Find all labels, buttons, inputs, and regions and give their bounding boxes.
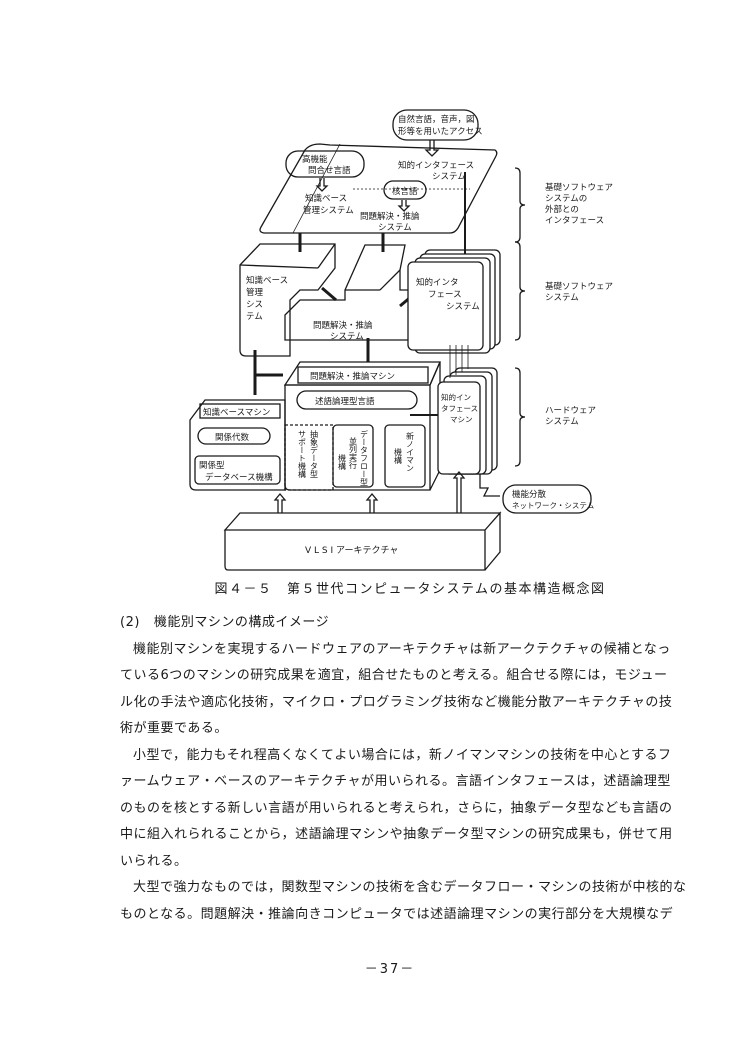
relational-db-label-2: データベース機構 xyxy=(205,472,273,483)
fifth-generation-architecture-diagram: 自然言語，音声，図 形等を用いたアクセス 高機能 問合せ言語 知識ベース 管理シ… xyxy=(189,109,613,571)
problem-solving-top-label-1: 問題解決・推論 xyxy=(360,211,420,222)
kb-mgmt-top-label-1: 知識ベース xyxy=(305,193,347,204)
neumann-label-2: 機構 xyxy=(394,447,403,465)
intelligent-if-machine-label-2: タフェース xyxy=(441,404,478,413)
brace-label-external-if-4: インタフェース xyxy=(545,216,604,226)
ps-machine-label: 問題解決・推論マシン xyxy=(310,371,395,382)
intelligent-if-machine-label-3: マシン xyxy=(450,415,473,424)
dataflow-label-2: 並列実行 xyxy=(349,436,358,470)
query-lang-bubble xyxy=(285,150,365,178)
brace-basic-software xyxy=(514,241,526,341)
kb-machine-box xyxy=(189,399,286,491)
brace-hardware xyxy=(514,367,526,467)
brace-label-hardware-1: ハードウェア xyxy=(545,406,596,416)
access-label-2: 形等を用いたアクセス xyxy=(398,126,483,137)
intelligent-if-top-label-1: 知的インタフェース xyxy=(398,160,474,171)
paragraph-2-line: のものを核とする新しい言語が用いられると考えられ，さらに，抽象データ型なども言語… xyxy=(120,800,673,816)
brace-label-hardware-2: システム xyxy=(545,417,579,427)
access-label-1: 自然言語，音声，図 xyxy=(398,114,475,125)
hollow-arrow xyxy=(424,140,440,157)
paragraph-1-line: 術が重要である。 xyxy=(120,721,228,736)
kernel-lang-label: 核言語 xyxy=(392,186,418,197)
intelligent-if-block-label-2: フェース xyxy=(428,290,462,300)
predicate-lang-bubble xyxy=(296,390,418,410)
kb-mgmt-block-label-3: シス xyxy=(246,300,263,310)
predicate-lang-label: 述語論理型言語 xyxy=(315,396,375,407)
kernel-lang-bubble xyxy=(383,180,427,200)
figure-caption: 図４－５ 第５世代コンピュータシステムの基本構造概念図 xyxy=(214,582,606,597)
distributed-network-label-2: ネットワーク・システム xyxy=(512,501,594,510)
intelligent-if-block-label-1: 知的インタ xyxy=(416,277,459,288)
paragraph-2-line: 中に組入れられることから，述語論理マシンや抽象データ型マシンの研究成果も，併せて… xyxy=(120,827,673,842)
kb-mgmt-block-label-4: テム xyxy=(246,312,263,322)
intelligent-if-block-label-3: システム xyxy=(446,302,480,312)
vlsi-slab xyxy=(223,511,502,571)
paragraph-2-line: ァームウェア・ベースのアーキテクチャが用いられる。言語インタフェースは，述語論理… xyxy=(120,774,671,789)
problem-solving-block-label-1: 問題解決・推論 xyxy=(313,320,373,331)
section-heading: (2) 機能別マシンの構成イメージ xyxy=(120,610,666,637)
neumann-label-1: 新ノイマン xyxy=(406,431,415,472)
distributed-network-label-1: 機能分散 xyxy=(512,489,547,500)
paragraph-1-line: ている6つのマシンの研究成果を適宜，組合せたものと考える。組合せる際には，モジュ… xyxy=(120,668,668,683)
section-number: (2) xyxy=(120,615,140,630)
distributed-network-bubble xyxy=(502,484,592,514)
kb-mgmt-block xyxy=(239,243,336,357)
section-title: 機能別マシンの構成イメージ xyxy=(153,615,330,630)
problem-solving-block-label-2: システム xyxy=(330,332,364,342)
dataflow-label-3: 機構 xyxy=(338,453,347,471)
interface-plane xyxy=(259,143,498,234)
brace-label-external-if-1: 基礎ソフトウェア xyxy=(545,182,613,193)
kb-mgmt-block-label-1: 知識ベース xyxy=(246,275,288,286)
intelligent-if-machine-label-1: 知的イン xyxy=(441,392,471,402)
kb-mgmt-top-label-2: 管理システム xyxy=(303,205,354,216)
paragraph-3-line: ものとなる。問題解決・推論向きコンピュータでは述語論理マシンの実行部分を大規模な… xyxy=(120,906,674,922)
kb-mgmt-block-label-2: 管理 xyxy=(246,287,264,298)
paragraph-3-line: 大型で強力なものでは，関数型マシンの技術を含むデータフロー・マシンの技術が中核的… xyxy=(133,880,687,895)
problem-solving-top-label-2: システム xyxy=(378,223,412,233)
intelligent-if-cards xyxy=(407,249,501,354)
relational-algebra-label: 関係代数 xyxy=(215,432,250,443)
query-lang-label-1: 高機能 xyxy=(302,154,328,165)
adt-label-1: 抽象データ型 xyxy=(310,429,319,478)
relational-algebra-bubble xyxy=(197,427,271,445)
intelligent-if-machine-cards xyxy=(437,367,498,475)
dataflow-label-1: データフロー型 xyxy=(360,429,369,486)
paragraph-1-line: ル化の手法や適応化技術，マイクロ・プログラミング技術など機能分散アーキテクチャの… xyxy=(120,694,673,710)
page-number: －37－ xyxy=(364,962,416,977)
paragraph-2-line: いられる。 xyxy=(120,853,188,869)
brace-label-basic-software-1: 基礎ソフトウェア xyxy=(545,281,613,292)
vlsi-label: V L S I アーキテクチャ xyxy=(305,545,398,556)
brace-label-external-if-2: システムの xyxy=(545,194,587,204)
brace-external-if xyxy=(514,167,526,243)
paragraph-2-line: 小型で，能力もそれ程高くなくてよい場合には，新ノイマンマシンの技術を中心とするフ xyxy=(133,747,672,763)
query-lang-label-2: 問合せ言語 xyxy=(308,165,351,176)
brace-label-basic-software-2: システム xyxy=(545,293,579,303)
kb-machine-label: 知識ベースマシン xyxy=(203,407,270,418)
adt-label-2: サポート機構 xyxy=(298,430,307,479)
brace-label-external-if-3: 外部との xyxy=(545,204,579,215)
intelligent-if-top-label-2: システム xyxy=(432,172,466,182)
paragraph-1-line: 機能別マシンを実現するハードウェアのアーキテクチャは新アークテクチャの候補となっ xyxy=(133,641,671,657)
relational-db-label-1: 関係型 xyxy=(199,461,225,471)
body-text: (2) 機能別マシンの構成イメージ 機能別マシンを実現するハードウェアのアーキテク… xyxy=(120,610,687,928)
access-bubble xyxy=(392,109,479,141)
